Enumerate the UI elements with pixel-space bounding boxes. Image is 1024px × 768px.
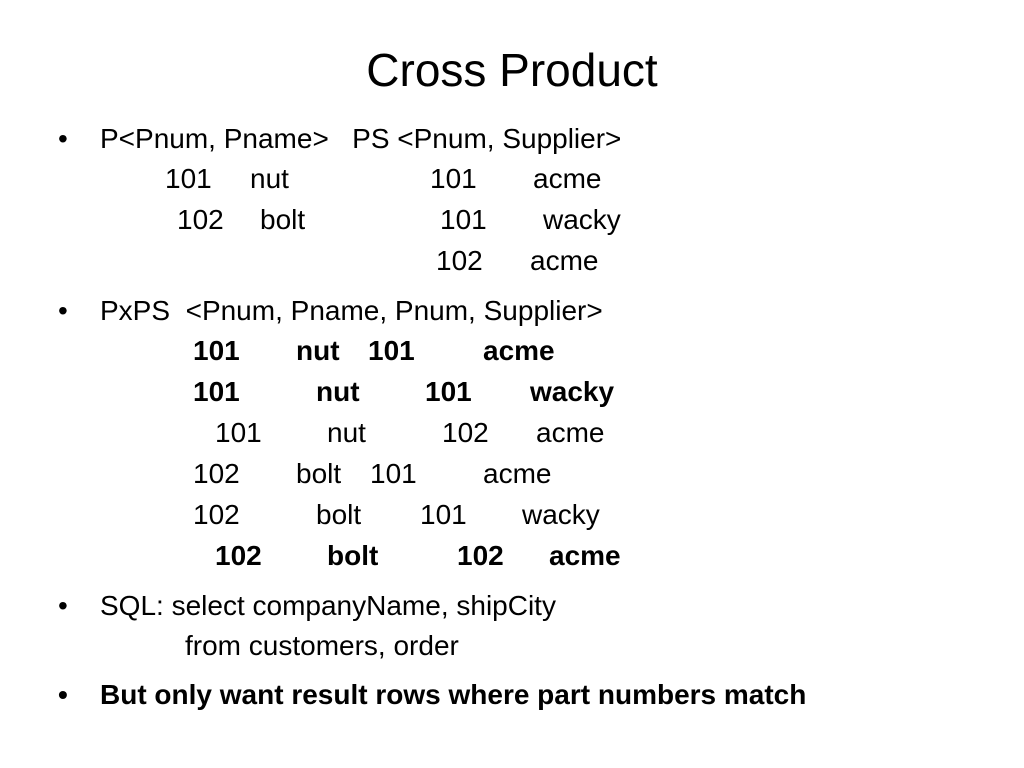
p-row-1-pname: nut bbox=[250, 163, 289, 194]
pxps-row-5-pnum: 102 bbox=[193, 499, 240, 530]
bullet-2-text: PxPS <Pnum, Pname, Pnum, Supplier> bbox=[100, 295, 603, 326]
page-title: Cross Product bbox=[366, 44, 658, 96]
ps-row-3-supplier: acme bbox=[530, 245, 599, 276]
pxps-row-5-supplier: wacky bbox=[522, 499, 600, 530]
pxps-row-1-pnum2: 101 bbox=[368, 335, 415, 366]
ps-row-3-pnum: 102 bbox=[436, 245, 483, 276]
p-row-1-pnum: 101 bbox=[165, 163, 212, 194]
ps-row-1-pnum: 101 bbox=[430, 163, 477, 194]
ps-row-1-supplier: acme bbox=[533, 163, 602, 194]
pxps-row-6-pname: bolt bbox=[327, 540, 379, 571]
pxps-row-3-pnum2: 102 bbox=[442, 417, 489, 448]
pxps-row-1-pnum: 101 bbox=[193, 335, 240, 366]
pxps-row-3-pnum: 101 bbox=[215, 417, 262, 448]
bullet-marker: • bbox=[58, 123, 68, 154]
pxps-row-2-supplier: wacky bbox=[530, 376, 615, 407]
pxps-row-3-supplier: acme bbox=[536, 417, 605, 448]
pxps-row-6-supplier: acme bbox=[549, 540, 621, 571]
pxps-row-6-pnum: 102 bbox=[215, 540, 262, 571]
pxps-row-4-pnum: 102 bbox=[193, 458, 240, 489]
pxps-row-2-pnum: 101 bbox=[193, 376, 240, 407]
bullet-4-text: But only want result rows where part num… bbox=[100, 679, 807, 710]
p-row-2-pnum: 102 bbox=[177, 204, 224, 235]
bullet-marker: • bbox=[58, 679, 68, 710]
bullet-marker: • bbox=[58, 295, 68, 326]
bullet-marker: • bbox=[58, 590, 68, 621]
pxps-row-1-pname: nut bbox=[296, 335, 340, 366]
ps-row-2-supplier: wacky bbox=[543, 204, 621, 235]
pxps-row-1-supplier: acme bbox=[483, 335, 555, 366]
pxps-row-2-pnum2: 101 bbox=[425, 376, 472, 407]
bullet-3-text: SQL: select companyName, shipCity bbox=[100, 590, 556, 621]
pxps-row-4-pname: bolt bbox=[296, 458, 342, 489]
p-row-2-pname: bolt bbox=[260, 204, 306, 235]
ps-row-2-pnum: 101 bbox=[440, 204, 487, 235]
pxps-row-3-pname: nut bbox=[327, 417, 366, 448]
bullet-1-text: P<Pnum, Pname> PS <Pnum, Supplier> bbox=[100, 123, 622, 154]
bullet-3-continuation: from customers, order bbox=[185, 630, 459, 661]
pxps-row-4-pnum2: 101 bbox=[370, 458, 417, 489]
pxps-row-6-pnum2: 102 bbox=[457, 540, 504, 571]
pxps-row-4-supplier: acme bbox=[483, 458, 552, 489]
pxps-row-2-pname: nut bbox=[316, 376, 360, 407]
pxps-row-5-pnum2: 101 bbox=[420, 499, 467, 530]
pxps-row-5-pname: bolt bbox=[316, 499, 362, 530]
